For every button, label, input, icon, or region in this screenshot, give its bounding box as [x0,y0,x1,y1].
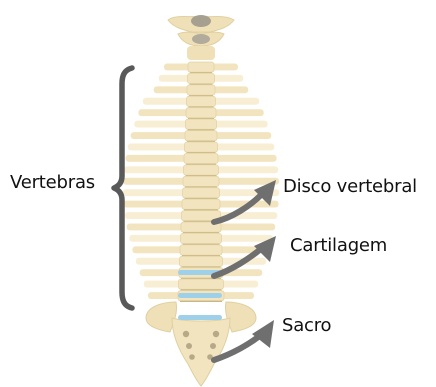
vertebras-bracket [114,68,132,308]
vertebra-body [184,165,219,175]
cartilagem-label: Cartilagem [290,235,387,256]
sacral-foramen [189,354,195,360]
vertebra-body [187,96,216,106]
pelvis-left-wing [146,302,177,332]
sacral-foramen [213,331,219,337]
vertebra-body [180,256,223,266]
sacro-label: Sacro [282,315,331,336]
vertebra-body [184,153,218,163]
sacrum [146,302,256,386]
sacral-foramen [186,343,192,349]
vertebra-body [183,188,220,198]
sacral-foramen [210,343,216,349]
disco-vertebral-label: Disco vertebral [283,176,417,197]
cervical-top [168,15,234,60]
vertebra-body [179,279,224,289]
vertebra-body [188,62,214,72]
vertebra-body [180,245,222,255]
vertebras-label: Vertebras [10,172,95,193]
cartilage-disc [178,315,222,320]
vertebra-body [185,131,217,141]
vertebra-body [181,233,222,243]
vertebra-body [182,199,220,209]
sacral-foramen [183,331,189,337]
vertebra-body [183,176,219,186]
skull-base-mid [192,34,210,44]
vertebra-body [186,119,217,129]
sacrum-body [172,318,230,386]
c3-body [187,46,215,60]
vertebra-body [187,85,215,95]
vertebra-body [185,142,218,152]
skull-base-top [191,15,211,27]
vertebra-body [186,108,216,118]
vertebra-body [188,73,215,83]
cartilage-disc [178,293,222,298]
pelvis-right-wing [225,302,256,332]
